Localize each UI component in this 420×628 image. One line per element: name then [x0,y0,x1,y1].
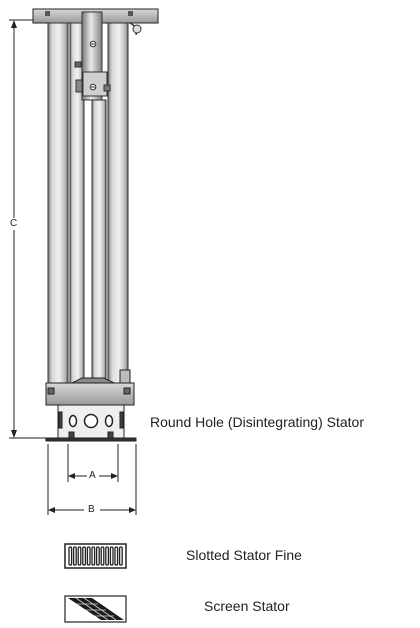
stator-slot [109,546,114,566]
dimension-c-label: C [10,218,18,229]
dimension-a-label: A [89,470,96,481]
stator-slot [86,546,91,566]
stator-slot [114,546,119,566]
screen-stator-icon [64,595,127,623]
stator-slot [77,546,82,566]
stator-slot [118,546,123,566]
drive-shaft-coupling [74,11,111,101]
screen-stator-label: Screen Stator [204,598,290,614]
stator-slot [82,546,87,566]
stator-slot [105,546,110,566]
dimension-b [47,444,137,515]
dimension-a [67,444,119,482]
stator-slot [91,546,96,566]
dimension-c [8,19,46,439]
support-tubes [47,22,129,384]
mixing-head-housing [45,369,137,442]
slotted-stator-fine-icon [64,543,127,569]
stator-slot [95,546,100,566]
stator-slot [68,546,73,566]
round-hole-stator-label: Round Hole (Disintegrating) Stator [150,414,364,430]
stator-slot [100,546,105,566]
slotted-stator-fine-label: Slotted Stator Fine [186,547,302,563]
dimension-b-label: B [88,504,95,515]
stator-slot [72,546,77,566]
